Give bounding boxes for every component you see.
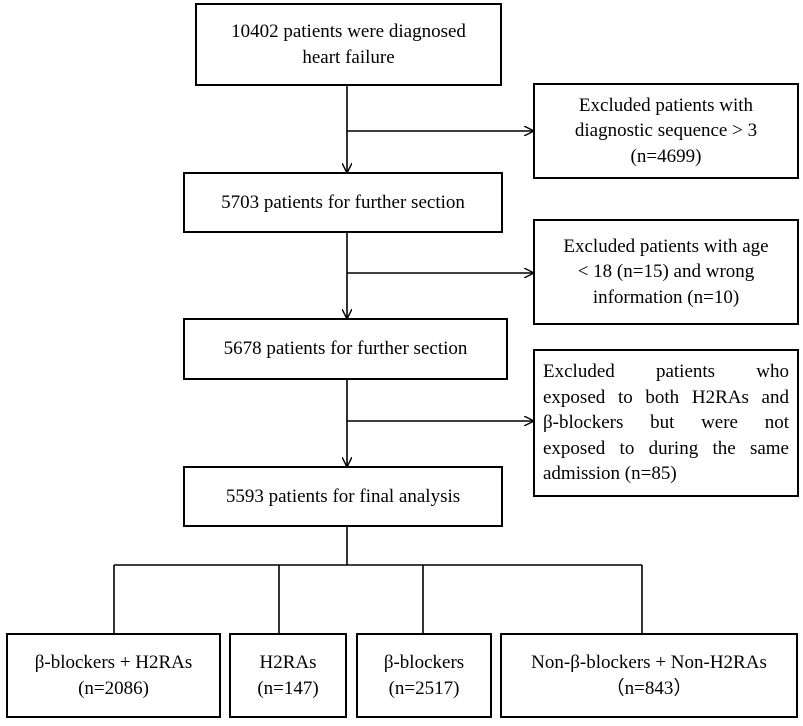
step-initial-line2: heart failure bbox=[302, 46, 395, 68]
exclusion-age-line2: < 18 (n=15) and wrong bbox=[577, 261, 755, 283]
exclusion-sequence-box: Excluded patients with diagnostic sequen… bbox=[533, 83, 799, 179]
step-after-sequence-text: 5703 patients for further section bbox=[221, 191, 465, 213]
group-bb-h2ra-label: β-blockers + H2RAs bbox=[34, 651, 193, 673]
exclusion-exposure-line3: β-blockers but were not bbox=[543, 412, 789, 434]
exclusion-sequence-line2: diagnostic sequence > 3 bbox=[574, 120, 758, 142]
step-after-sequence-box: 5703 patients for further section bbox=[183, 172, 503, 233]
step-final-box: 5593 patients for final analysis bbox=[183, 466, 503, 527]
exclusion-age-box: Excluded patients with age < 18 (n=15) a… bbox=[533, 219, 799, 325]
step-after-age-text: 5678 patients for further section bbox=[223, 338, 468, 360]
group-non-box: Non-β-blockers + Non-H2RAs （n=843） bbox=[500, 633, 798, 718]
group-non-label: Non-β-blockers + Non-H2RAs bbox=[531, 651, 767, 673]
group-bb-box: β-blockers (n=2517) bbox=[356, 633, 492, 718]
group-h2ra-count: (n=147) bbox=[257, 677, 319, 699]
exclusion-exposure-line5: admission (n=85) bbox=[543, 463, 677, 485]
group-bb-label: β-blockers bbox=[383, 651, 465, 673]
exclusion-age-line3: information (n=10) bbox=[592, 286, 740, 308]
group-h2ra-label: H2RAs bbox=[259, 651, 317, 673]
group-non-count: （n=843） bbox=[605, 677, 693, 699]
exclusion-age-line1: Excluded patients with age bbox=[563, 235, 769, 257]
group-bb-count: (n=2517) bbox=[388, 677, 460, 699]
exclusion-exposure-line2: exposed to both H2RAs and bbox=[543, 386, 789, 408]
step-initial-line1: 10402 patients were diagnosed bbox=[231, 20, 466, 42]
exclusion-sequence-line1: Excluded patients with bbox=[578, 94, 754, 116]
step-after-age-box: 5678 patients for further section bbox=[183, 318, 508, 380]
step-initial-box: 10402 patients were diagnosed heart fail… bbox=[195, 3, 502, 86]
group-bb-h2ra-count: (n=2086) bbox=[78, 677, 149, 699]
exclusion-exposure-line1: Excluded patients who bbox=[543, 360, 789, 382]
exclusion-sequence-line3: (n=4699) bbox=[630, 145, 702, 167]
exclusion-exposure-line4: exposed to during the same bbox=[543, 437, 789, 459]
step-final-text: 5593 patients for final analysis bbox=[225, 485, 461, 507]
group-bb-h2ra-box: β-blockers + H2RAs (n=2086) bbox=[6, 633, 221, 718]
exclusion-exposure-box: Excluded patients who exposed to both H2… bbox=[533, 349, 799, 497]
group-h2ra-box: H2RAs (n=147) bbox=[229, 633, 347, 718]
